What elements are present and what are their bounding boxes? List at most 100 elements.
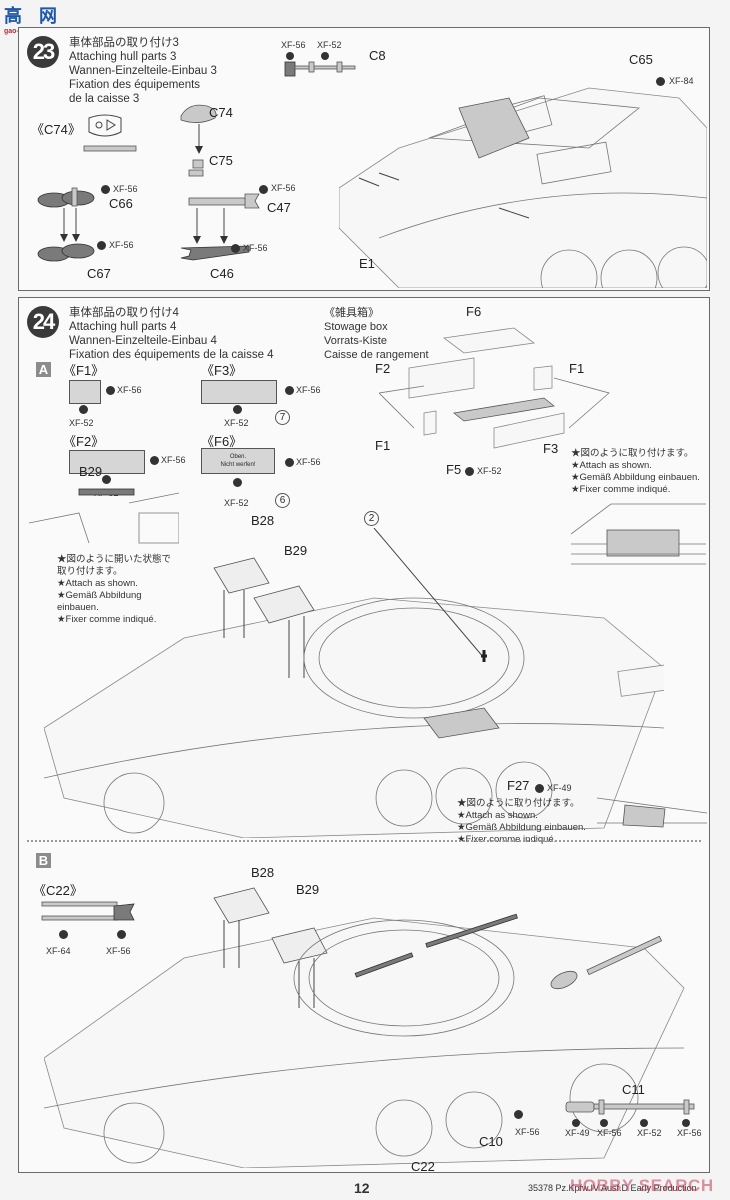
title-ja: 車体部品の取り付け3 (69, 37, 179, 49)
paint-c22-b: XF-56 (106, 946, 131, 956)
title-en: Attaching hull parts 3 (69, 51, 177, 63)
paint-c46: XF-56 (243, 243, 268, 253)
decal-number-6: 6 (275, 493, 290, 508)
part-label-f27: F27 (507, 778, 530, 793)
paint-c11-3: XF-52 (637, 1128, 662, 1138)
note-stowage: ★図のように取り付けます。 ★Attach as shown. ★Gemäß A… (571, 448, 700, 496)
paint-f5: XF-52 (477, 466, 502, 476)
title-en: Attaching hull parts 4 (69, 321, 177, 333)
stowage-title-de: Vorrats-Kiste (324, 335, 387, 347)
paint-dot (535, 784, 544, 793)
title-fr: Fixation des équipements (69, 79, 201, 91)
kit-code: 35378 Pz.Kpfw.IV Ausf.D Early Production (528, 1183, 697, 1193)
part-label-b28: B28 (251, 513, 275, 528)
stencil-text: Oben. (229, 454, 247, 460)
note-line: ★Attach as shown. (57, 578, 138, 589)
step-title: 車体部品の取り付け4 Attaching hull parts 4 Wannen… (69, 306, 274, 362)
note-line: 取り付けます。 (57, 566, 123, 577)
paint-dot (97, 241, 106, 250)
part-label-f2: F2 (375, 361, 391, 376)
stowage-title-ja: 《雑具箱》 (324, 307, 379, 319)
note-line: ★Fixer comme indiqué. (457, 834, 557, 845)
paint-c47: XF-56 (271, 183, 296, 193)
paint-dot (106, 386, 115, 395)
part-label-c65: C65 (629, 52, 653, 67)
hull-drawing-step24-a (44, 528, 664, 838)
paint-c66: XF-56 (113, 184, 138, 194)
part-label-c11: C11 (622, 1082, 645, 1097)
hull-drawing-step23 (339, 87, 707, 288)
paint-dot (656, 77, 665, 86)
part-label-b29-detail: B29 (79, 464, 103, 479)
part-label-f6: F6 (466, 304, 482, 319)
hatch-open-detail-drawing (29, 488, 179, 544)
title-de: Wannen-Einzelteile-Einbau 3 (69, 65, 217, 77)
c47-c46-drawing (180, 193, 260, 261)
note-line: ★図のように開いた状態で (57, 554, 172, 565)
box-f6-drawing: Oben. Nicht werfen! (201, 448, 275, 474)
paint-dot (231, 244, 240, 253)
page-number: 12 (354, 1180, 370, 1196)
part-label-f1-right: F1 (569, 361, 585, 376)
part-label-c8: C8 (369, 48, 386, 63)
paint-c65: XF-84 (669, 76, 694, 86)
decal-number-2: 2 (364, 511, 379, 526)
part-label-c47: C47 (267, 200, 291, 215)
stowage-title-en: Stowage box (324, 321, 388, 333)
paint-dot (285, 458, 294, 467)
part-label-c75: C75 (209, 153, 233, 168)
stowage-title-fr: Caisse de rangement (324, 349, 429, 361)
part-label-c66: C66 (109, 196, 133, 211)
section-divider (27, 840, 701, 842)
paint-dot (514, 1110, 523, 1119)
detail-f6-label: 《F6》 (201, 434, 243, 449)
paint-c11-2: XF-56 (597, 1128, 622, 1138)
hull-drawing-step24-b (44, 887, 685, 1168)
paint-c8-a: XF-56 (281, 40, 306, 50)
paint-dot (233, 478, 242, 487)
detail-f3-label: 《F3》 (201, 363, 243, 378)
c11-detail-drawing (565, 1099, 695, 1127)
step-number-badge: 23 (27, 36, 59, 68)
paint-dot (259, 185, 268, 194)
c8-detail-drawing (284, 52, 356, 77)
paint-f2-side: XF-56 (161, 455, 186, 465)
section-a-marker: A (36, 362, 51, 377)
paint-c22-a: XF-64 (46, 946, 71, 956)
box-f2-drawing (69, 450, 145, 474)
part-label-c67: C67 (87, 266, 111, 281)
paint-f6-bottom: XF-52 (224, 498, 249, 508)
note-line: ★Gemäß Abbildung einbauen. (571, 472, 700, 483)
note-line: einbauen. (57, 602, 99, 613)
paint-dot (102, 475, 111, 484)
paint-c11-4: XF-56 (677, 1128, 702, 1138)
title-ja: 車体部品の取り付け4 (69, 307, 179, 319)
c74-c75-drawing (180, 104, 217, 177)
paint-f3-side: XF-56 (296, 385, 321, 395)
box-f1-drawing (69, 380, 101, 404)
step-24-panel: 24 車体部品の取り付け4 Attaching hull parts 4 Wan… (18, 297, 710, 1174)
paint-f27: XF-49 (547, 783, 572, 793)
paint-dot (465, 467, 474, 476)
note-line: ★Attach as shown. (571, 460, 652, 471)
paint-dot (101, 185, 110, 194)
title-fr: Fixation des équipements de la caisse 4 (69, 349, 274, 361)
c66-c67-drawing (37, 187, 95, 262)
note-line: ★Attach as shown. (457, 810, 538, 821)
title-fr-2: de la caisse 3 (69, 93, 140, 105)
paint-dot (285, 386, 294, 395)
paint-dot (117, 930, 126, 939)
detail-f2-label: 《F2》 (63, 434, 105, 449)
part-label-c74: C74 (209, 105, 233, 120)
part-label-f3: F3 (543, 441, 559, 456)
part-label-c22: C22 (411, 1159, 435, 1174)
watermark-hobbysearch: HOBBY SEARCH (570, 1176, 714, 1195)
note-line: ★Fixer comme indiqué. (57, 614, 157, 625)
paint-f6-side: XF-56 (296, 457, 321, 467)
paint-f1-bottom: XF-52 (69, 418, 94, 428)
note-line: ★図のように取り付けます。 (571, 448, 694, 459)
part-label-b29: B29 (284, 543, 308, 558)
paint-c10: XF-56 (515, 1127, 540, 1137)
detail-c74-label: 《C74》 (31, 122, 81, 137)
f27-placement-inset (597, 797, 707, 828)
